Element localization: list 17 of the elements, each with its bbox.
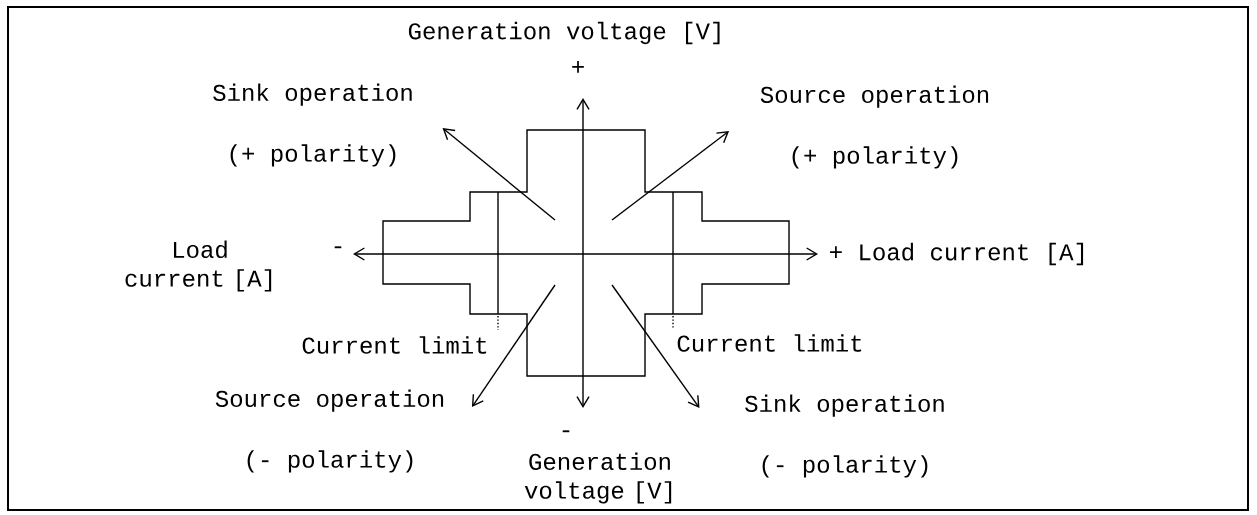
axis-label: + Load current [A]: [830, 242, 1084, 266]
arrow: [611, 284, 700, 408]
operation-label: Sink operation (- polarity): [745, 394, 944, 478]
arrow: [442, 128, 556, 221]
operation-label: Sink operation (+ polarity): [213, 83, 412, 167]
axis-label: Generation voltage [V]: [408, 21, 720, 45]
axis-label: Generation voltage [V]: [524, 452, 672, 504]
axis-label: Load current [A]: [125, 240, 272, 292]
arrow: [611, 131, 730, 221]
axis-label: -: [334, 246, 342, 249]
axis-label: Current limit: [302, 336, 487, 354]
axis-label: Current limit: [677, 334, 862, 352]
operation-label: Source operation (+ polarity): [760, 85, 989, 169]
axis-label: +: [572, 61, 584, 73]
operation-label: Source operation (- polarity): [215, 389, 444, 473]
arrow: [471, 284, 556, 407]
axis-label: -: [562, 430, 570, 433]
